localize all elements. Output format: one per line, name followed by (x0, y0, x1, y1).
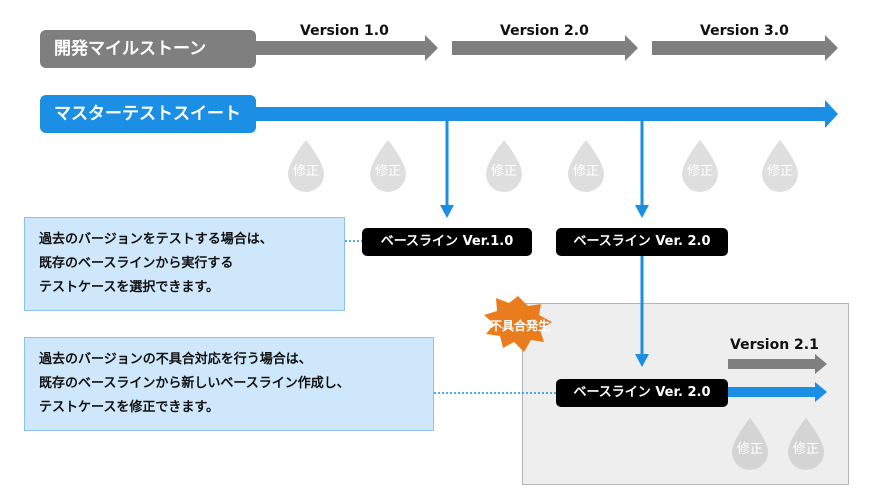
baseline-arrow-1-shaft (445, 120, 449, 210)
note2-line: 過去のバージョンの不具合対応を行う場合は、 (39, 352, 312, 367)
fix-drop-icon: 修正 (482, 138, 526, 194)
baseline-arrow-3-shaft (640, 254, 644, 358)
version-3-label: Version 3.0 (700, 23, 789, 39)
fix-drop-icon: 修正 (564, 138, 608, 194)
fix-drop-icon: 修正 (784, 416, 828, 472)
baseline-ver1-label: ベースライン Ver.1.0 (362, 228, 532, 256)
milestone-arrow-1 (255, 35, 438, 61)
note2-line: 既存のベースラインから新しいベースライン作成し、 (39, 376, 350, 391)
fix-drop-icon: 修正 (758, 138, 802, 194)
note1-line: 過去のバージョンをテストする場合は、 (39, 232, 273, 247)
note2-line: テストケースを修正できます。 (39, 400, 220, 415)
master-test-suite-label: マスターテストスイート (40, 95, 256, 133)
baseline-arrow-1-head (440, 205, 454, 218)
fix-drop-icon: 修正 (728, 416, 772, 472)
version-2-1-label: Version 2.1 (730, 337, 819, 353)
note-fix-testcases: 過去のバージョンの不具合対応を行う場合は、 既存のベースラインから新しいベースラ… (24, 337, 434, 431)
version-1-label: Version 1.0 (300, 23, 389, 39)
fix-drop-icon: 修正 (284, 138, 328, 194)
fix-drop-icon: 修正 (678, 138, 722, 194)
note1-line: テストケースを選択できます。 (39, 280, 220, 295)
note-select-testcases: 過去のバージョンをテストする場合は、 既存のベースラインから実行する テストケー… (24, 217, 345, 311)
note1-line: 既存のベースラインから実行する (39, 256, 234, 271)
baseline-ver2-label: ベースライン Ver. 2.0 (556, 228, 728, 256)
baseline-arrow-2-head (635, 205, 649, 218)
version-2-label: Version 2.0 (500, 23, 589, 39)
milestone-arrow-3 (652, 35, 838, 61)
branch-baseline-ver2-label: ベースライン Ver. 2.0 (556, 379, 728, 407)
milestone-arrow-2 (452, 35, 638, 61)
fix-drop-icon: 修正 (366, 138, 410, 194)
baseline-arrow-2-shaft (640, 120, 644, 210)
milestone-label: 開発マイルストーン (40, 30, 256, 68)
sub-version-arrow (728, 354, 827, 374)
defect-burst (484, 296, 552, 352)
master-arrow (250, 100, 838, 128)
defect-burst-label: 不具合発生 (490, 319, 551, 333)
baseline-arrow-3-head (635, 354, 649, 367)
sub-baseline-arrow (728, 382, 827, 402)
